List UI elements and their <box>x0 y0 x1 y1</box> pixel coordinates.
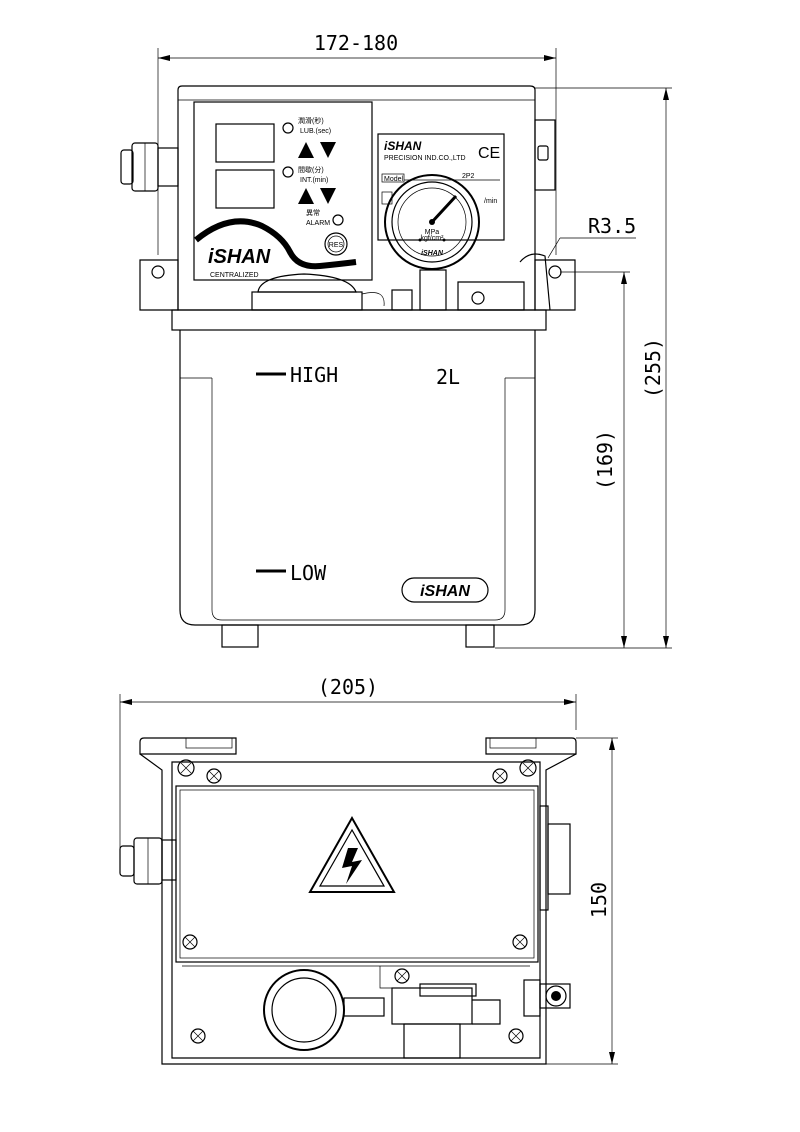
int-increase-button[interactable] <box>298 188 314 204</box>
dimension-top-width-text: 172-180 <box>314 31 398 55</box>
bracket-top-right <box>485 737 577 755</box>
gauge-brand: iSHAN <box>421 250 444 257</box>
dimension-tank-height: (169) <box>560 271 630 648</box>
bracket-right <box>534 259 576 311</box>
lub-time-display <box>215 123 275 163</box>
front-view: 172-180 (255) (169) R3.5 <box>120 31 672 649</box>
dimension-tank-height-text: (169) <box>593 430 617 490</box>
tank-flange <box>171 309 547 331</box>
int-sub-label: INT.(min) <box>300 177 328 184</box>
base-outline <box>139 753 577 1065</box>
tank-brand-logo: iSHAN <box>420 583 470 600</box>
lub-led-indicator <box>282 122 294 134</box>
nameplate-company: PRECISION IND.CO.,LTD <box>384 155 466 162</box>
nameplate-model-value: 2P2 <box>462 173 475 180</box>
dimension-base-width-text: (205) <box>318 675 378 699</box>
upper-housing <box>177 85 536 311</box>
ce-mark: CE <box>478 145 500 162</box>
dimension-base-depth: 150 <box>540 737 618 1065</box>
gauge-unit-kgf: kgf/cm² <box>421 235 445 242</box>
int-label: 間歇(分) <box>298 165 324 174</box>
capacity-label: 2L <box>436 365 460 389</box>
nameplate-model-tag: Model <box>384 176 404 183</box>
tank-foot-left <box>221 624 259 648</box>
panel-brand-subtitle: CENTRALIZED <box>210 272 259 279</box>
reset-button[interactable]: RES <box>324 232 348 256</box>
int-led-indicator <box>282 166 294 178</box>
cover-plate <box>175 785 539 963</box>
lub-increase-button[interactable] <box>298 142 314 158</box>
nameplate <box>377 133 505 241</box>
low-level-label: LOW <box>290 561 327 585</box>
dimension-total-height: (255) <box>495 87 672 649</box>
panel-brand-logo: iSHAN <box>208 246 271 268</box>
high-voltage-warning-icon <box>308 815 396 893</box>
oil-tank <box>179 330 536 626</box>
int-decrease-button[interactable] <box>320 188 336 204</box>
nameplate-brand: iSHAN <box>384 139 422 153</box>
bracket-left <box>139 259 179 311</box>
lub-decrease-button[interactable] <box>320 142 336 158</box>
nameplate-flow-unit: /min <box>484 198 497 205</box>
interval-display <box>215 169 275 209</box>
bracket-top-left <box>139 737 237 755</box>
alarm-led-indicator <box>332 214 344 226</box>
cable-gland-left <box>120 142 179 192</box>
dimension-radius-text: R3.5 <box>588 214 636 238</box>
dimension-base-depth-text: 150 <box>587 882 611 918</box>
tank-logo-badge <box>401 577 489 603</box>
dimension-top-width: 172-180 <box>157 31 557 255</box>
cable-gland-top-view <box>119 837 177 885</box>
lub-sub-label: LUB.(sec) <box>300 128 331 135</box>
high-level-label: HIGH <box>290 363 338 387</box>
tank-foot-right <box>465 624 495 648</box>
pressure-gauge: MPa kgf/cm² iSHAN <box>384 174 480 270</box>
alarm-label: 異常 <box>306 208 320 217</box>
reset-button-label: RES <box>329 242 344 249</box>
lub-label: 潤滑(秒) <box>298 116 324 125</box>
alarm-sub-label: ALARM <box>306 220 330 227</box>
dimension-radius: R3.5 <box>547 214 636 259</box>
connector-top-view <box>539 805 571 911</box>
filler-cap <box>251 273 385 311</box>
dimension-total-height-text: (255) <box>641 338 665 398</box>
cover-screws <box>177 759 537 1044</box>
top-view: (205) 150 <box>119 675 618 1065</box>
pump-unit-top-view <box>391 979 571 1059</box>
gauge-unit-mpa: MPa <box>425 229 440 236</box>
dimension-base-width: (205) <box>119 675 577 850</box>
filler-cap-top-view <box>263 969 385 1051</box>
connector-right <box>534 119 556 191</box>
control-panel <box>193 101 373 281</box>
